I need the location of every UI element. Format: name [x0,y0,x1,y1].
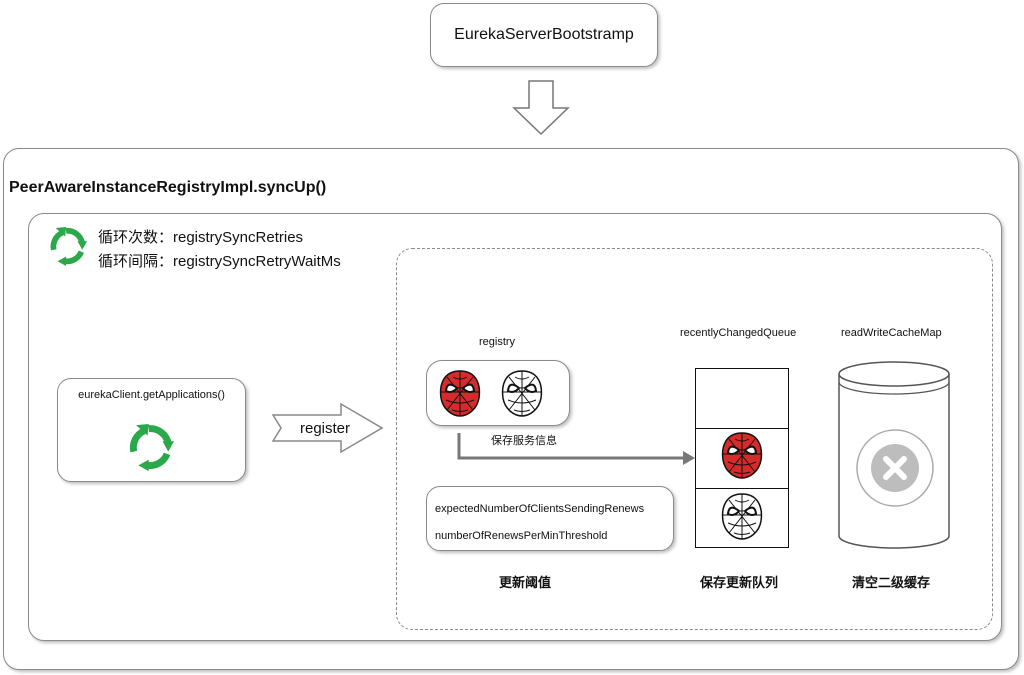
save-caption: 保存服务信息 [491,435,557,447]
thresholds-caption: 更新阈值 [499,575,552,590]
bootstrap-box: EurekaServerBootstramp [430,3,658,67]
red-mask-icon [439,370,481,417]
registry-label: registry [479,336,516,348]
queue-stack [695,368,789,548]
syncup-title: PeerAwareInstanceRegistryImpl.syncUp() [9,179,327,196]
client-box: eurekaClient.getApplications() [57,378,246,482]
cache-caption: 清空二级缓存 [852,575,931,590]
client-cycle-icon [123,419,183,479]
loop-cycle-icon [44,222,94,272]
down-arrow-icon [512,80,570,136]
save-arrow [457,433,695,465]
bootstrap-label: EurekaServerBootstramp [454,26,634,43]
client-label: eurekaClient.getApplications() [78,389,225,401]
queue-slot-red [696,429,788,489]
cache-label: readWriteCacheMap [841,327,942,339]
register-label: register [300,420,351,437]
threshold-expected-label: expectedNumberOfClientsSendingRenews [435,503,645,515]
threshold-renews-label: numberOfRenewsPerMinThreshold [435,530,608,542]
white-mask-icon [501,370,543,417]
queue-white-mask-icon [721,493,763,540]
queue-label: recentlyChangedQueue [680,327,797,339]
clear-x-icon [856,429,934,507]
thresholds-box: expectedNumberOfClientsSendingRenews num… [426,486,674,551]
queue-red-mask-icon [721,432,763,479]
register-dashed-region [396,248,993,630]
loop-retries-label: 循环次数：registrySyncRetries [98,229,304,246]
register-arrow [271,402,384,454]
loop-wait-label: 循环间隔：registrySyncRetryWaitMs [98,253,341,270]
queue-slot-empty [696,369,788,429]
queue-caption: 保存更新队列 [700,575,779,590]
